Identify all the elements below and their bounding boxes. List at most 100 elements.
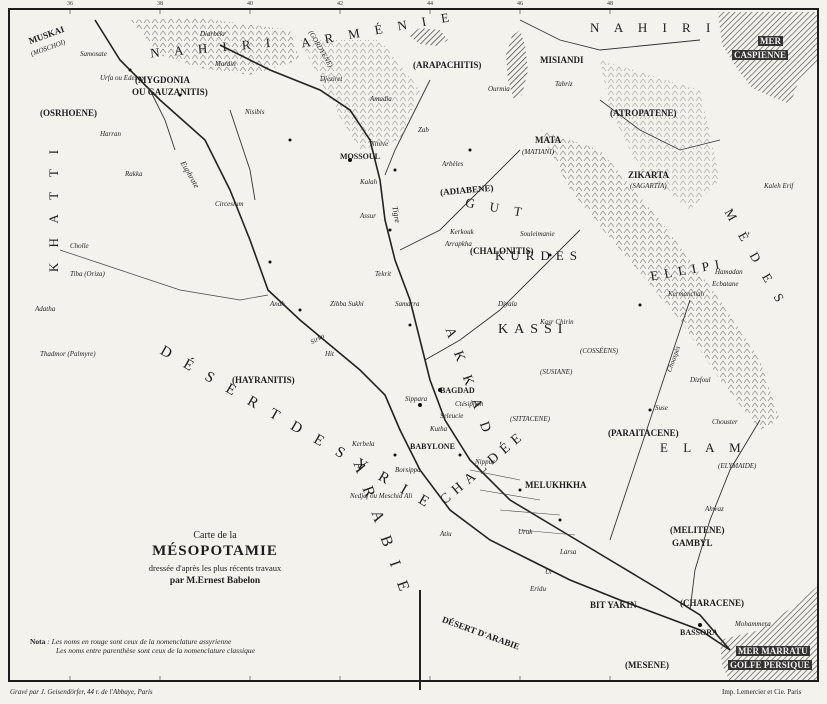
city-mohammera: Mohammera [735, 620, 771, 628]
city-nisibis: Nisibis [245, 108, 265, 116]
city-babylone: BABYLONE [410, 442, 455, 451]
title-main: MÉSOPOTAMIE [152, 543, 278, 559]
city-thadmor: Thadmor (Palmyre) [40, 350, 96, 358]
city-souleimanie: Souleimanie [520, 230, 555, 238]
city-tiba: Tiba (Oriza) [70, 270, 105, 278]
region-arapachitis: (ARAPACHITIS) [413, 60, 482, 70]
region-bit-yakin: BIT YAKIN [590, 600, 637, 610]
title-subtitle: dressée d'après les plus récents travaux [148, 563, 282, 573]
city-chouster: Chouster [712, 418, 738, 426]
city-djeziret: Djeziret [320, 75, 343, 83]
city-diarbekr: Diarbekr [200, 30, 226, 38]
region-sittacene: (SITTACENE) [510, 415, 550, 423]
region-matiani: (MATIANI) [522, 148, 555, 156]
region-kassi: KASSI [498, 322, 569, 337]
kerkha-river [609, 299, 691, 541]
degree-label: 38 [157, 1, 163, 7]
region-gauzanitis: OU GAUZANITIS) [132, 87, 208, 97]
region-hayranitis: (HAYRANITIS) [232, 375, 295, 385]
city-borsippa: Borsippa [395, 466, 421, 474]
label-golfe-persique: GOLFE PERSIQUE [728, 660, 812, 670]
mountains-east [600, 60, 720, 210]
region-melitene: (MELITENE) [670, 525, 725, 535]
wadi-west [59, 249, 269, 301]
city-kermanchah: Kermanchah [668, 290, 705, 298]
city-circesium: Circesium [215, 200, 244, 208]
region-kurdes: KURDES [495, 248, 584, 263]
diyala-river [424, 229, 581, 361]
degree-label: 36 [67, 1, 73, 7]
city-ourmia: Ourmia [488, 85, 510, 93]
city-sippara: Sippara [405, 395, 428, 403]
label-mer-marratu: MER MARRATU [736, 646, 810, 656]
city-ur: Ur [545, 568, 553, 576]
region-mesene: (MESENE) [625, 660, 670, 670]
balikh-river [149, 89, 176, 151]
aras-river [519, 19, 701, 51]
city-uruk: Uruk [518, 528, 533, 536]
city-kerkouk: Kerkouk [450, 228, 474, 236]
city-adatha: Adatha [35, 305, 56, 313]
lake-urmia [506, 30, 528, 100]
sefid-river [599, 99, 721, 151]
city-dots [128, 68, 702, 627]
region-melukhkha: MELUKHKHA [525, 480, 587, 490]
city-eridu: Eridu [530, 585, 546, 593]
region-atropatene: (ATROPATENE) [610, 108, 677, 118]
city-kalah: Kalah [360, 178, 378, 186]
region-paraitacene: (PARAITACENE) [608, 428, 679, 438]
region-mata: MATA [535, 135, 562, 145]
city-mossoul: MOSSOUL [340, 152, 381, 161]
city-tabriz: Tabriz [555, 80, 573, 88]
city-suse: Suse [655, 404, 668, 412]
mountains-zagros [540, 130, 780, 430]
city-anah: Anah [270, 300, 285, 308]
mountains-north [130, 18, 300, 75]
city-bassora: BASSORA [680, 628, 718, 637]
city-kasr-chirin: Kasr Chirin [540, 318, 574, 326]
degree-label: 46 [517, 1, 523, 7]
city-samosate: Samosate [80, 50, 107, 58]
note-line-1: Les noms en rouge sont ceux de la nomenc… [51, 637, 232, 646]
city-bagdad: BAGDAD [440, 386, 475, 395]
city-nedjef: Nedjef ou Meschid Ali [350, 492, 413, 500]
map-frame [8, 8, 819, 682]
lake-van [408, 28, 448, 46]
city-ahwaz: Ahwaz [705, 505, 724, 513]
river-diyala: Diyala [498, 300, 518, 308]
city-kutha: Kutha [430, 425, 448, 433]
note-label: Nota [30, 637, 46, 646]
city-kerbela: Kerbela [352, 440, 375, 448]
degree-label: 42 [337, 1, 343, 7]
region-chalonitis: (CHALONITIS) [470, 246, 534, 256]
city-atiu: Atiu [440, 530, 452, 538]
upper-zab-river [384, 79, 431, 176]
footer-printer: Imp. Lemercier et Cie. Paris [722, 688, 802, 696]
city-assur: Assur [360, 212, 376, 220]
label-mer: MER [758, 36, 783, 46]
city-cholle: Cholle [70, 242, 89, 250]
degree-label: 48 [607, 1, 613, 7]
city-hamadan: Hamadan [715, 268, 743, 276]
region-zikarta: ZIKARTA [628, 170, 670, 180]
city-amadia: Amadia [370, 95, 392, 103]
region-khatti: K H A T T I [46, 143, 62, 273]
khabur-river [229, 109, 256, 201]
label-caspienne: CASPIENNE [732, 50, 789, 60]
region-susiane: (SUSIANE) [540, 368, 573, 376]
city-hit: Hit [325, 350, 334, 358]
region-misiandi: MISIANDI [540, 55, 584, 65]
region-gambyl: GAMBYL [672, 538, 713, 548]
city-zibba: Zibba Sukhi [330, 300, 364, 308]
city-ecbatane: Ecbatane [712, 280, 739, 288]
euphrates-river [94, 19, 731, 651]
degree-label: 40 [247, 1, 253, 7]
mountains-kurdistan [300, 40, 420, 150]
region-elymaide: (ELYMAIDE) [718, 462, 757, 470]
footer-engraver: Gravé par J. Geisendörfer, 44 r. de l'Ab… [10, 688, 153, 696]
persian-gulf [720, 585, 819, 682]
title-author: par M.Ernest Babelon [169, 576, 261, 586]
city-samarra: Samarra [395, 300, 420, 308]
city-dizfoul: Dizfoul [690, 376, 711, 384]
